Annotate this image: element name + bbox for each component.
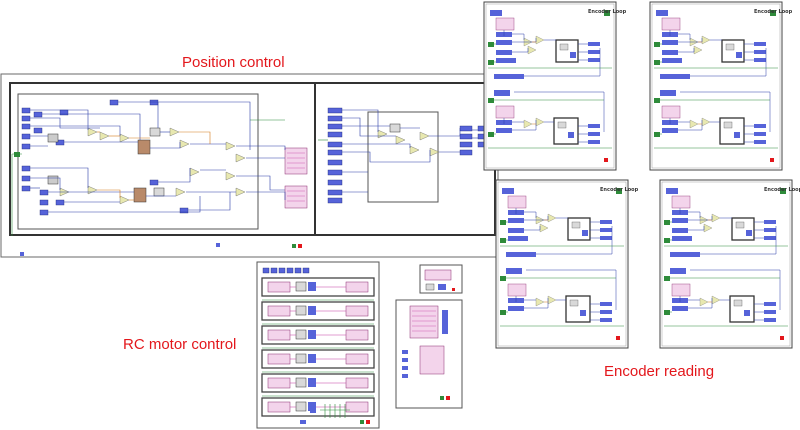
rc-small-diagrams — [395, 264, 463, 409]
rc-motor-control-diagram — [256, 261, 380, 429]
encoder-panel-2 — [649, 1, 783, 171]
position-control-label: Position control — [182, 54, 285, 71]
rc-motor-rows — [261, 277, 375, 417]
encoder-panel-3 — [495, 179, 629, 349]
position-control-diagram — [0, 73, 499, 258]
encoder-panel-4 — [659, 179, 793, 349]
encoder-reading-diagram — [483, 1, 793, 349]
encoder-reading-label: Encoder reading — [604, 363, 715, 380]
encoder-panel-1 — [483, 1, 617, 171]
rc-motor-control-label: RC motor control — [123, 336, 237, 353]
